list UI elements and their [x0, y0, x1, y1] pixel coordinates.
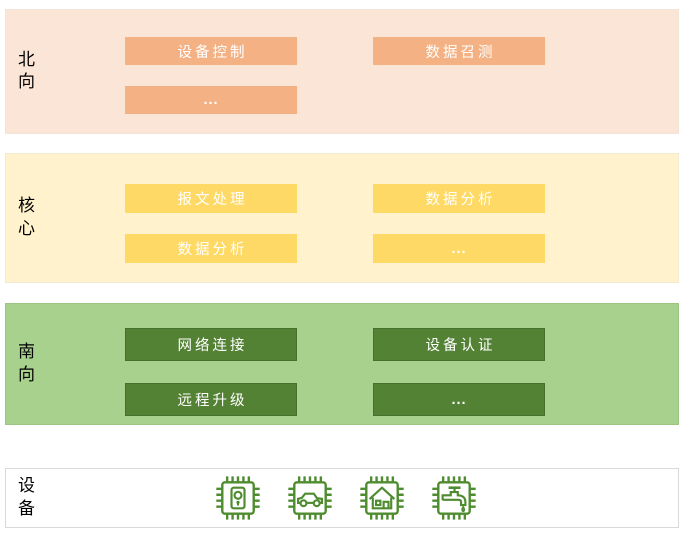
module-box-data-analysis-left: 数据分析 [125, 234, 297, 263]
layer-label-devices: 设备 [18, 476, 35, 518]
layer-devices: 设备 [5, 468, 679, 528]
layer-label-northbound: 北向 [18, 49, 35, 92]
module-box-southbound-more: ... [373, 383, 545, 416]
module-box-device-control: 设备控制 [125, 37, 297, 65]
layer-southbound: 南向 网络连接 设备认证 远程升级 ... [5, 303, 679, 425]
module-box-data-polling: 数据召测 [373, 37, 545, 65]
module-box-message-processing: 报文处理 [125, 184, 297, 213]
connected-car-chip-icon [284, 472, 336, 524]
device-icons-row [6, 469, 678, 527]
module-box-remote-upgrade: 远程升级 [125, 383, 297, 416]
layer-label-southbound: 南向 [18, 342, 35, 384]
layer-core: 核心 报文处理 数据分析 数据分析 ... [5, 153, 679, 283]
layer-northbound: 北向 设备控制 数据召测 ... [5, 9, 679, 134]
module-box-northbound-more: ... [125, 86, 297, 114]
smart-lock-chip-icon [212, 472, 264, 524]
module-box-core-more: ... [373, 234, 545, 263]
module-box-device-authentication: 设备认证 [373, 328, 545, 361]
smart-water-meter-chip-icon [428, 472, 480, 524]
layer-label-core: 核心 [18, 196, 35, 238]
module-box-network-connection: 网络连接 [125, 328, 297, 361]
smart-home-chip-icon [356, 472, 408, 524]
module-box-data-analysis-right: 数据分析 [373, 184, 545, 213]
